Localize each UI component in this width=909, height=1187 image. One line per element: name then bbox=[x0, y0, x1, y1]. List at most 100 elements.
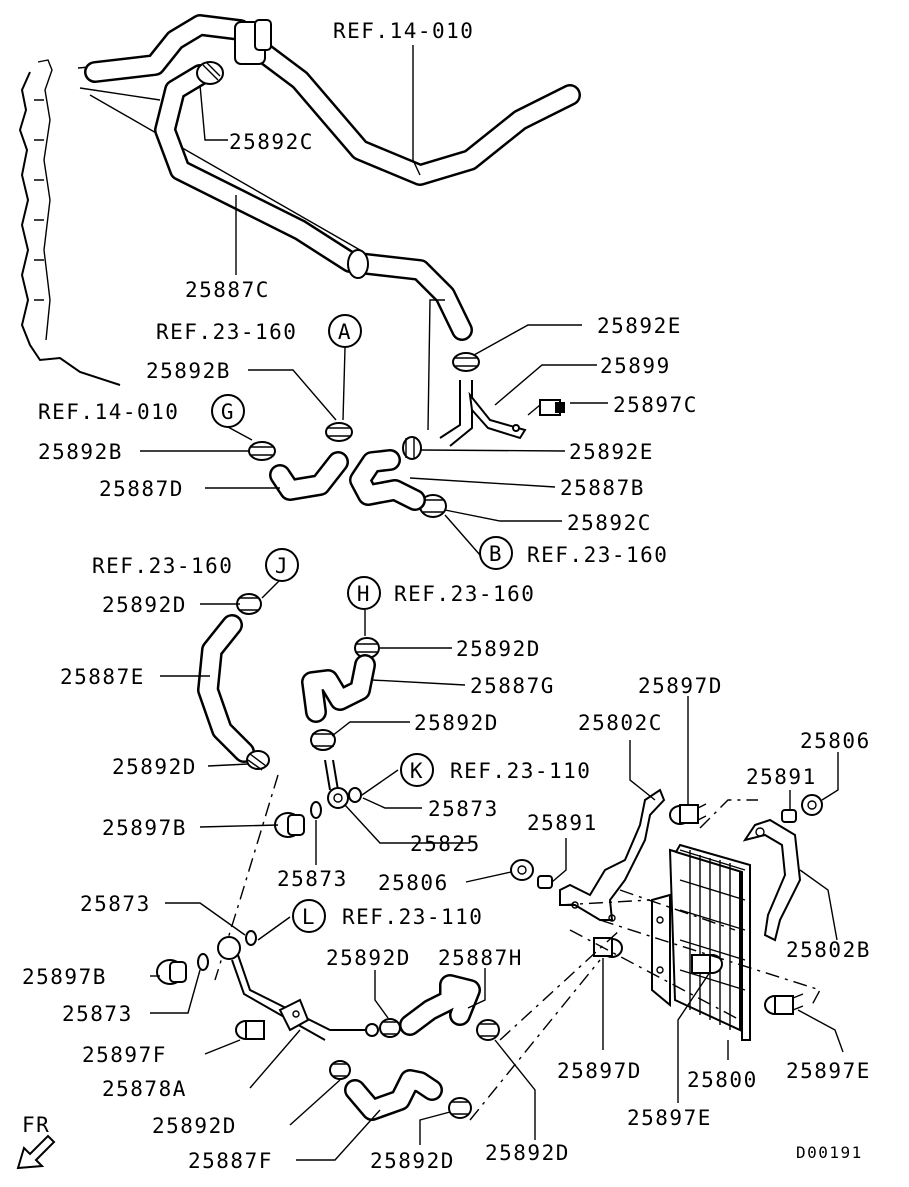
label-25892d-b2: 25892D bbox=[485, 1141, 570, 1165]
callout-h-letter: H bbox=[357, 582, 371, 606]
label-25873-l: 25873 bbox=[80, 892, 151, 916]
label-25897e-bottom: 25897E bbox=[627, 1106, 712, 1130]
washer-25873-lower bbox=[245, 930, 257, 946]
rubber-25806-mid bbox=[510, 859, 534, 881]
rubber-25806-right bbox=[801, 794, 823, 816]
callout-a-letter: A bbox=[338, 320, 352, 344]
hose-25887c bbox=[154, 61, 473, 431]
label-25897c: 25897C bbox=[613, 393, 698, 417]
label-25892d-h2: 25892D bbox=[326, 946, 411, 970]
callout-j-letter: J bbox=[275, 554, 289, 578]
fitting-25825 bbox=[324, 759, 362, 809]
clamp-25892b-a bbox=[325, 422, 353, 442]
clamp-25892b-g bbox=[248, 441, 276, 461]
hose-25887g bbox=[301, 654, 376, 723]
label-25892d-b1: 25892D bbox=[370, 1149, 455, 1173]
hose-25887e bbox=[197, 614, 255, 763]
washer-25873-bottom bbox=[197, 953, 209, 971]
bolt-25897b-lower bbox=[156, 959, 187, 985]
bolt-25897f bbox=[235, 1020, 265, 1040]
label-25892d-j: 25892D bbox=[102, 593, 187, 617]
front-arrow: FR bbox=[16, 1113, 56, 1170]
label-25897b-1: 25897B bbox=[102, 816, 187, 840]
bolt-25897e-cooler bbox=[691, 954, 723, 974]
label-ref-23-160-j: REF.23-160 bbox=[92, 554, 233, 578]
label-ref-23-160-b: REF.23-160 bbox=[527, 543, 668, 567]
label-25887d: 25887D bbox=[99, 477, 184, 501]
front-arrow-icon bbox=[16, 1134, 56, 1170]
clamp-25892e-upper bbox=[452, 352, 480, 372]
label-ref-23-160-h: REF.23-160 bbox=[394, 582, 535, 606]
diagram-id: D00191 bbox=[796, 1143, 863, 1162]
label-25887c: 25887C bbox=[185, 278, 270, 302]
clamp-25892e-lower bbox=[402, 436, 422, 460]
label-25887h: 25887H bbox=[438, 946, 523, 970]
label-25892c-2: 25892C bbox=[567, 511, 652, 535]
label-25873-k: 25873 bbox=[428, 797, 499, 821]
hose-25887b bbox=[349, 449, 426, 511]
clamp-25892d-h2 bbox=[379, 1018, 401, 1038]
leader-lines bbox=[140, 45, 844, 1161]
label-25802b: 25802B bbox=[786, 938, 871, 962]
bracket-25802b bbox=[742, 818, 802, 942]
pipe-25899 bbox=[439, 380, 565, 447]
label-25892d-h: 25892D bbox=[456, 637, 541, 661]
hose-25887d bbox=[269, 451, 349, 501]
label-25892e-2: 25892E bbox=[569, 440, 654, 464]
callout-b-letter: B bbox=[489, 542, 503, 566]
label-25892b-1: 25892B bbox=[146, 359, 231, 383]
label-25897b-2: 25897B bbox=[22, 965, 107, 989]
clamp-25892d-f bbox=[329, 1060, 351, 1080]
callout-l-letter: L bbox=[302, 905, 316, 929]
collar-25891-mid bbox=[537, 875, 553, 889]
callout-b: B bbox=[479, 536, 513, 570]
label-25892d-f: 25892D bbox=[152, 1114, 237, 1138]
label-25892e-1: 25892E bbox=[597, 314, 682, 338]
upper-radiator-hose bbox=[84, 14, 581, 186]
callout-l: L bbox=[292, 899, 326, 933]
hose-25887f bbox=[344, 1069, 443, 1121]
label-25892b-2: 25892B bbox=[38, 440, 123, 464]
callout-g-letter: G bbox=[221, 400, 235, 424]
label-25897d-bottom: 25897D bbox=[557, 1059, 642, 1083]
label-25878a: 25878A bbox=[102, 1077, 187, 1101]
clamp-25892d-e bbox=[246, 750, 270, 771]
clamp-25892d-j bbox=[236, 593, 262, 615]
callout-k-letter: K bbox=[410, 759, 424, 783]
clamp-25892d-b bbox=[448, 1097, 472, 1119]
label-25897f: 25897F bbox=[82, 1043, 167, 1067]
callout-a: A bbox=[328, 314, 362, 348]
hose-25887h bbox=[399, 974, 481, 1036]
label-25825: 25825 bbox=[410, 832, 481, 856]
part-labels: REF.14-010 25892C 25887C REF.23-160 2589… bbox=[22, 19, 871, 1173]
pipe-25878a bbox=[217, 936, 379, 1041]
bolt-25897d-bottom bbox=[593, 937, 623, 958]
bolt-25897d-top bbox=[669, 803, 707, 825]
washer-25873-upper bbox=[310, 801, 322, 819]
label-25806-mid: 25806 bbox=[378, 871, 449, 895]
clamp-25892d-r bbox=[476, 1019, 500, 1041]
label-25887g: 25887G bbox=[470, 674, 555, 698]
label-25802c: 25802C bbox=[578, 711, 663, 735]
label-ref-23-110-l: REF.23-110 bbox=[342, 905, 483, 929]
label-ref-23-110-k: REF.23-110 bbox=[450, 759, 591, 783]
label-25873-m: 25873 bbox=[277, 867, 348, 891]
label-ref-14-010-g: REF.14-010 bbox=[38, 400, 179, 424]
label-25887b: 25887B bbox=[560, 476, 645, 500]
label-25899: 25899 bbox=[600, 354, 671, 378]
label-ref-23-160-a: REF.23-160 bbox=[156, 320, 297, 344]
clamp-25892d-g bbox=[310, 729, 336, 751]
callout-h: H bbox=[347, 576, 381, 610]
bolt-25897e-right bbox=[764, 993, 804, 1015]
label-25897d-top: 25897D bbox=[638, 674, 723, 698]
callout-g: G bbox=[211, 394, 245, 428]
label-ref-14-010-top: REF.14-010 bbox=[333, 19, 474, 43]
bolt-25897b-upper bbox=[274, 812, 305, 838]
callout-j: J bbox=[265, 548, 299, 582]
label-25887e: 25887E bbox=[60, 665, 145, 689]
label-25892d-e: 25892D bbox=[112, 755, 197, 779]
label-25887f: 25887F bbox=[188, 1149, 273, 1173]
label-25873-b: 25873 bbox=[62, 1002, 133, 1026]
label-25806-right: 25806 bbox=[800, 729, 871, 753]
